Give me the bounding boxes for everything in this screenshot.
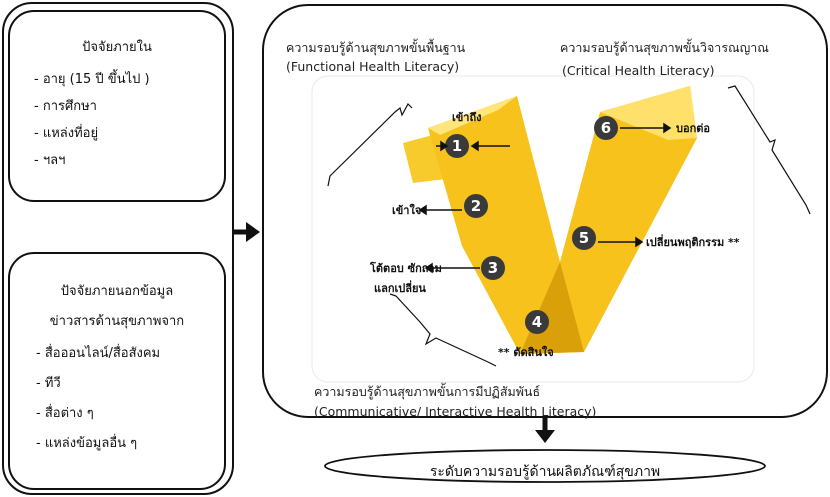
external-factors-box: ปัจจัยภายนอกข้อมูล ข่าวสารด้านสุขภาพจาก … bbox=[8, 252, 226, 490]
step-marker-5: 5 bbox=[572, 226, 596, 250]
step-label-interact-1: โต้ตอบ ซักถาม bbox=[369, 261, 442, 275]
external-item-tv: - ทีวี bbox=[36, 376, 61, 391]
critical-literacy-th: ความรอบรู้ด้านสุขภาพขั้นวิจารณญาณ bbox=[560, 40, 769, 55]
svg-text:3: 3 bbox=[488, 259, 498, 277]
communicative-literacy-en: (Communicative/ Interactive Health Liter… bbox=[314, 404, 597, 419]
arrow-to-outcome-head bbox=[535, 430, 555, 443]
step-label-change-behavior: เปลี่ยนพฤติกรรม ** bbox=[646, 234, 740, 249]
step1-arrow-out-head bbox=[470, 140, 479, 152]
internal-item-age: - อายุ (15 ปี ขึ้นไป ) bbox=[34, 72, 150, 87]
internal-item-residence: - แหล่งที่อยู่ bbox=[34, 126, 99, 141]
arrow-to-panel-head bbox=[246, 222, 260, 242]
step5-arrow-head bbox=[635, 236, 644, 248]
v-shape bbox=[428, 86, 697, 354]
step-marker-1: 1 bbox=[445, 134, 469, 158]
step-label-understand: เข้าใจ bbox=[392, 203, 421, 217]
v-right-flap bbox=[600, 86, 697, 140]
external-factors-title-2: ข่าวสารด้านสุขภาพจาก bbox=[49, 314, 185, 329]
step-label-tell-others: บอกต่อ bbox=[676, 122, 710, 135]
brace-functional bbox=[327, 103, 413, 187]
svg-text:4: 4 bbox=[532, 313, 542, 331]
external-factors-title-1: ปัจจัยภายนอกข้อมูล bbox=[60, 284, 174, 299]
step-marker-4: 4 bbox=[525, 310, 549, 334]
internal-factors-box: ปัจจัยภายใน - อายุ (15 ปี ขึ้นไป ) - การ… bbox=[8, 10, 226, 202]
step-label-access: เข้าถึง bbox=[452, 111, 482, 124]
step-label-interact-2: แลกเปลี่ยน bbox=[374, 280, 426, 295]
step-marker-6: 6 bbox=[594, 116, 618, 140]
internal-factors-title: ปัจจัยภายใน bbox=[82, 40, 152, 55]
svg-text:6: 6 bbox=[601, 119, 611, 137]
outcome-label: ระดับความรอบรู้ด้านผลิตภัณฑ์สุขภาพ bbox=[430, 463, 660, 480]
external-item-media: - สื่อต่าง ๆ bbox=[36, 406, 94, 421]
brace-critical bbox=[727, 85, 811, 215]
step3-arrow-head bbox=[424, 262, 433, 274]
communicative-literacy-th: ความรอบรู้ด้านสุขภาพขั้นการมีปฏิสัมพันธ์ bbox=[314, 384, 541, 399]
critical-literacy-en: (Critical Health Literacy) bbox=[562, 63, 715, 78]
step-marker-3: 3 bbox=[481, 256, 505, 280]
step-label-decide: ** ตัดสินใจ bbox=[498, 345, 554, 359]
step-marker-2: 2 bbox=[464, 194, 488, 218]
internal-item-education: - การศึกษา bbox=[34, 99, 97, 114]
svg-text:2: 2 bbox=[471, 197, 481, 215]
step6-arrow-head bbox=[663, 122, 672, 134]
outcome-ellipse bbox=[324, 449, 766, 483]
external-item-other: - แหล่งข้อมูลอื่น ๆ bbox=[36, 436, 138, 451]
step1-arrow-in-head bbox=[440, 140, 449, 152]
svg-text:1: 1 bbox=[452, 137, 462, 155]
functional-literacy-th: ความรอบรู้ด้านสุขภาพขั้นพื้นฐาน bbox=[286, 40, 466, 55]
svg-text:5: 5 bbox=[579, 229, 589, 247]
brace-communicative bbox=[389, 293, 497, 367]
internal-item-etc: - ฯลฯ bbox=[34, 153, 66, 168]
external-item-online: - สื่อออนไลน์/สื่อสังคม bbox=[36, 346, 161, 361]
step2-arrow-head bbox=[418, 204, 427, 216]
v-left-highlight bbox=[428, 96, 517, 135]
functional-literacy-en: (Functional Health Literacy) bbox=[286, 59, 460, 74]
